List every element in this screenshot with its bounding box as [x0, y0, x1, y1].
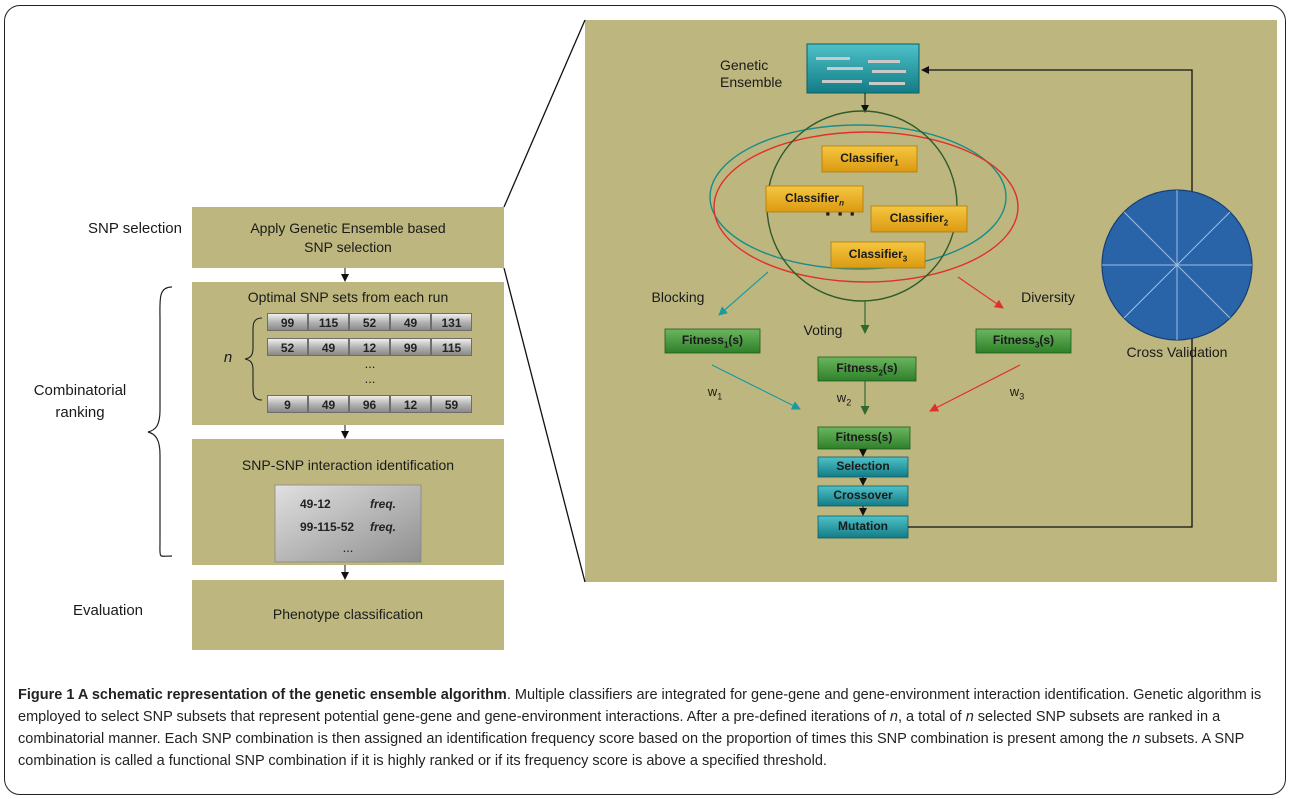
- crossover-label: Crossover: [833, 488, 893, 502]
- phenotype-box: [192, 580, 504, 650]
- fitness-1-label: Fitness1(s): [681, 333, 744, 350]
- interaction-combo-1: 49-12: [300, 497, 331, 511]
- snp-cell: 99: [390, 338, 431, 356]
- snp-cell: 12: [390, 395, 431, 413]
- snp-cell: 9: [267, 395, 308, 413]
- ellipsis-2: ...: [364, 371, 376, 386]
- snp-cell: 49: [308, 395, 349, 413]
- classifier-1-box: [821, 145, 918, 173]
- ellipse-blocking: [709, 124, 1007, 270]
- caption-body-2: , a total of: [897, 709, 966, 725]
- snp-cell: 59: [431, 395, 472, 413]
- ellipsis-1: ...: [364, 356, 376, 371]
- w3-label: w3: [1009, 384, 1025, 402]
- w2-label: w2: [836, 390, 852, 408]
- snp-cell: 12: [349, 338, 390, 356]
- genetic-ensemble-label: Genetic Ensemble: [720, 57, 783, 90]
- apply-box: [192, 207, 504, 268]
- snp-cell: 96: [349, 395, 390, 413]
- classifier-3-label: Classifier3: [848, 247, 908, 264]
- combinatorial-brace: [147, 286, 173, 557]
- interaction-freq-2: freq.: [370, 520, 397, 534]
- fitness-2-label: Fitness2(s): [836, 361, 898, 378]
- cross-validation-circle: [1101, 189, 1253, 341]
- classifier-2-box: [870, 205, 968, 233]
- w1-label: w1: [707, 384, 723, 402]
- label-evaluation: Evaluation: [72, 602, 144, 619]
- arrow-blocking: [718, 271, 769, 316]
- n-brace: [244, 317, 263, 401]
- phenotype-box-text: Phenotype classification: [272, 606, 424, 622]
- arrow-w3: [929, 364, 1021, 412]
- fitness-2-box: [817, 356, 917, 382]
- mutation-label: Mutation: [838, 519, 888, 533]
- label-combinatorial-ranking: Combinatorial ranking: [33, 382, 127, 421]
- caption-n-1: n: [889, 709, 898, 725]
- zoom-line-top: [503, 19, 586, 208]
- interaction-box-title: SNP-SNP interaction identification: [241, 457, 455, 473]
- classifier-dots: ▪ ▪ ▪: [825, 206, 857, 221]
- interaction-combo-2: 99-115-52: [300, 520, 355, 534]
- fitness-1-box: [664, 328, 761, 354]
- fitness-3-label: Fitness3(s): [992, 333, 1055, 350]
- cross-validation-label: Cross Validation: [1126, 344, 1228, 360]
- snp-cell: 52: [267, 338, 308, 356]
- selection-label: Selection: [836, 459, 890, 473]
- classifier-1-label: Classifier1: [840, 151, 899, 168]
- caption-n-3: n: [1132, 731, 1141, 747]
- snp-cell: 99: [267, 313, 308, 331]
- zoom-line-bottom: [503, 267, 586, 583]
- caption-title: Figure 1 A schematic representation of t…: [18, 687, 507, 703]
- caption-n-2: n: [965, 709, 974, 725]
- label-snp-selection: SNP selection: [88, 220, 182, 237]
- fitness-label: Fitness(s): [835, 430, 893, 444]
- classifier-2-label: Classifier2: [889, 211, 949, 228]
- caption-body-3: selected SNP subsets are ranked in a com…: [18, 709, 1221, 747]
- interaction-ellipsis: ...: [342, 540, 354, 555]
- interaction-list-box: [274, 484, 422, 563]
- apply-box-text: Apply Genetic Ensemble based SNP selecti…: [250, 220, 446, 255]
- diversity-label: Diversity: [1021, 289, 1075, 305]
- classifier-3-box: [830, 241, 926, 269]
- snp-cell: 49: [390, 313, 431, 331]
- snp-cell: 115: [308, 313, 349, 331]
- figure-caption: Figure 1 A schematic representation of t…: [18, 684, 1280, 772]
- voting-label: Voting: [803, 322, 843, 338]
- fitness-3-box: [975, 328, 1072, 354]
- caption-body-4: subsets. A SNP combination is called a f…: [18, 731, 1244, 769]
- arrow-w1: [711, 364, 801, 410]
- snp-cell: 115: [431, 338, 472, 356]
- classifier-n-label: Classifiern: [785, 191, 844, 208]
- snp-cell: 49: [308, 338, 349, 356]
- snp-cell: 52: [349, 313, 390, 331]
- blocking-label: Blocking: [651, 289, 705, 305]
- optimal-box-title: Optimal SNP sets from each run: [247, 289, 449, 305]
- interaction-freq-1: freq.: [370, 497, 397, 511]
- arrow-diversity: [957, 276, 1004, 309]
- ellipse-diversity: [713, 131, 1019, 283]
- n-label: n: [223, 349, 233, 366]
- classifier-n-box: [765, 185, 864, 213]
- caption-body-1: . Multiple classifiers are integrated fo…: [18, 687, 1262, 725]
- snp-cell: 131: [431, 313, 472, 331]
